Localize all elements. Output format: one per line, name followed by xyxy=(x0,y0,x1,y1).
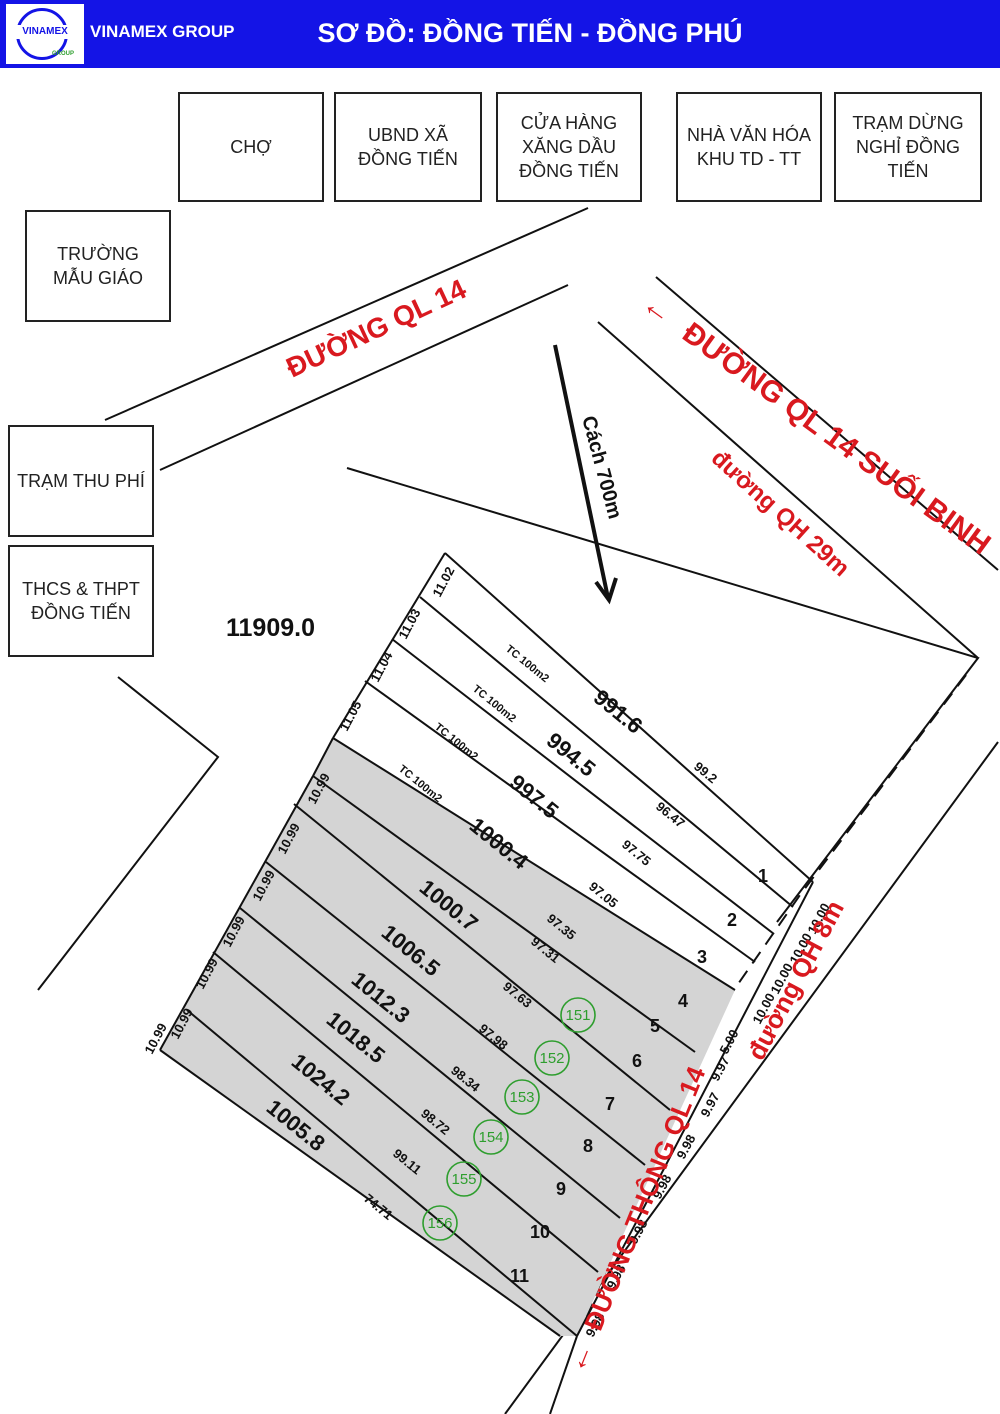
lot-number: 9 xyxy=(556,1179,566,1199)
lot-length-dim: 97.75 xyxy=(619,837,654,869)
lot-number-circle-icon xyxy=(534,1040,570,1076)
lot-length-dim: 96.47 xyxy=(653,799,688,831)
distance-arrow-head-icon xyxy=(594,577,618,605)
road-arrow-left-icon: ← xyxy=(636,287,680,331)
lots-top-left-edge xyxy=(332,552,446,739)
lot-boundary-line xyxy=(212,951,599,1273)
ql14-upper-edge xyxy=(104,207,589,421)
road-ql14-label: ĐƯỜNG QL 14 xyxy=(281,273,471,383)
ql14-lower-edge xyxy=(159,284,569,471)
lot-front-dim: 5.00 xyxy=(716,1027,741,1056)
lot-boundary-line xyxy=(444,552,814,883)
lot-boundary-line xyxy=(419,596,794,908)
lot-number: 8 xyxy=(583,1136,593,1156)
lot-map-number: 153 xyxy=(509,1089,534,1106)
lot-number-circle-icon xyxy=(422,1205,458,1241)
parcel-top-outline xyxy=(346,467,980,923)
lot-number: 10 xyxy=(530,1222,550,1242)
lot-boundary-line xyxy=(293,803,671,1111)
building-nha-van-hoa: NHÀ VĂN HÓA KHU TD - TT xyxy=(676,92,822,202)
lot-boundary-line xyxy=(239,907,621,1219)
lot-front-dim: 9.97 xyxy=(707,1054,732,1083)
logo-sub: GROUP xyxy=(52,51,75,57)
left-parcel-outline xyxy=(37,676,220,991)
lot-map-number: 155 xyxy=(451,1171,476,1188)
ql14-suoi-binh-inner xyxy=(597,321,979,659)
lot-number: 4 xyxy=(678,991,688,1011)
building-ubnd: UBND XÃ ĐỒNG TIẾN xyxy=(334,92,482,202)
page-title: SƠ ĐỒ: ĐỒNG TIẾN - ĐỒNG PHÚ xyxy=(317,18,743,48)
lot-number: 2 xyxy=(727,910,737,930)
lot-number: 11 xyxy=(510,1266,529,1286)
lot-number: 1 xyxy=(758,866,768,886)
lot-area: 994.5 xyxy=(542,727,601,781)
lot-number-circle-icon xyxy=(560,997,596,1033)
lots-left-step xyxy=(312,737,334,777)
lot-number: 3 xyxy=(697,947,707,967)
lot-number: 7 xyxy=(605,1094,615,1114)
ql14-suoi-binh-outer xyxy=(655,276,999,571)
lot-tc-label: TC 100m2 xyxy=(503,643,551,685)
lot-boundary-line xyxy=(186,1009,578,1337)
lot-boundary-line xyxy=(332,737,736,991)
lot-area: 997.5 xyxy=(505,769,564,823)
lot-boundary-line xyxy=(312,775,696,1053)
company-logo: VINAMEX GROUP xyxy=(6,4,84,64)
building-cho: CHỢ xyxy=(178,92,324,202)
lot-width-dim: 11.03 xyxy=(395,606,423,641)
building-tram-thu-phi: TRẠM THU PHÍ xyxy=(8,425,154,537)
building-tram-dung: TRẠM DỪNG NGHỈ ĐỒNG TIẾN xyxy=(834,92,982,202)
lots-right-edge xyxy=(576,881,814,1337)
header-bar: VINAMEX GROUP VINAMEX GROUP SƠ ĐỒ: ĐỒNG … xyxy=(0,0,1000,68)
lot-length-dim: 99.2 xyxy=(691,759,720,787)
logo-text: VINAMEX xyxy=(6,25,84,39)
lot-boundary-line xyxy=(391,638,775,935)
road-ql14-suoi-binh-label: ĐƯỜNG QL 14 SUỐI BINH xyxy=(676,316,997,562)
lot-boundary-line xyxy=(364,680,756,963)
lot-number: 6 xyxy=(632,1051,642,1071)
building-thcs-thpt: THCS & THPT ĐỒNG TIẾN xyxy=(8,545,154,657)
lot-boundary-line xyxy=(265,861,646,1166)
lot-map-number: 152 xyxy=(539,1050,564,1067)
lots-bottom-left-edge xyxy=(159,775,314,1051)
lot-map-number: 151 xyxy=(565,1007,590,1024)
lot-number-circle-icon xyxy=(504,1079,540,1115)
lot-width-dim: 11.05 xyxy=(336,698,364,733)
brand-name: VINAMEX GROUP xyxy=(90,22,235,41)
parcel-area-label: 11909.0 xyxy=(226,614,315,642)
lot-number-circle-icon xyxy=(446,1161,482,1197)
lot-number: 5 xyxy=(650,1016,660,1036)
road-qh29-label: đường QH 29m xyxy=(706,444,855,582)
thong-ql14-edge xyxy=(549,1335,578,1414)
building-xang-dau: CỬA HÀNG XĂNG DẦU ĐỒNG TIẾN xyxy=(496,92,642,202)
building-mau-giao: TRƯỜNG MẪU GIÁO xyxy=(25,210,171,322)
lot-map-number: 154 xyxy=(478,1129,503,1146)
lot-tc-label: TC 100m2 xyxy=(432,721,480,763)
lot-width-dim: 11.02 xyxy=(429,564,457,599)
lot-map-number: 156 xyxy=(427,1215,452,1232)
lot-boundary-line xyxy=(159,1049,561,1337)
lot-area: 991.6 xyxy=(589,684,648,738)
lot-width-dim: 11.04 xyxy=(367,649,396,685)
distance-arrow-shaft xyxy=(553,344,610,599)
lot-number-circle-icon xyxy=(473,1119,509,1155)
shaded-lots-area xyxy=(160,738,735,1336)
distance-label: Cách 700m xyxy=(577,414,626,522)
setback-dashed-line xyxy=(579,674,967,1331)
